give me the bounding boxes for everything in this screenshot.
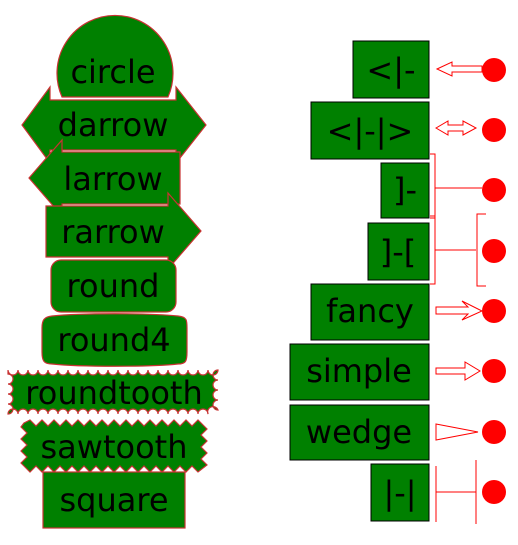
arrow-label-6: simple bbox=[289, 343, 430, 401]
dot-7 bbox=[482, 420, 506, 444]
arrow-bar bbox=[435, 460, 477, 524]
box-larrow: larrow bbox=[28, 138, 181, 218]
box-roundtooth: roundtooth bbox=[7, 369, 219, 415]
arrow-wedge bbox=[435, 423, 479, 441]
arrow-label-8-text: |-| bbox=[383, 474, 416, 512]
arrow-label-6-text: simple bbox=[306, 352, 412, 390]
arrow-simple bbox=[435, 361, 481, 381]
arrow-double-triangle bbox=[435, 120, 478, 136]
arrow-label-1: <|- bbox=[352, 40, 430, 99]
arrow-bracket-b bbox=[430, 213, 486, 287]
dot-8 bbox=[482, 480, 506, 504]
box-round4: round4 bbox=[41, 313, 188, 367]
arrow-label-5-text: fancy bbox=[326, 292, 414, 330]
dot-2 bbox=[482, 118, 506, 142]
box-sawtooth-label: sawtooth bbox=[41, 428, 188, 466]
arrow-label-4: ]-[ bbox=[367, 222, 430, 281]
dot-3 bbox=[482, 178, 506, 202]
arrow-label-5: fancy bbox=[310, 283, 430, 341]
box-sawtooth: sawtooth bbox=[20, 419, 208, 473]
arrow-label-7: wedge bbox=[289, 404, 430, 461]
arrow-label-4-text: ]-[ bbox=[380, 233, 417, 271]
box-circle: circle bbox=[56, 14, 174, 98]
box-roundtooth-label: roundtooth bbox=[25, 374, 202, 412]
dot-5 bbox=[482, 299, 506, 323]
box-rarrow-label: rarrow bbox=[61, 213, 165, 251]
arrow-label-7-text: wedge bbox=[306, 413, 412, 451]
box-circle-label: circle bbox=[70, 53, 155, 91]
arrow-label-1-text: <|- bbox=[366, 51, 415, 89]
arrow-bracket-a bbox=[430, 153, 482, 219]
box-darrow: darrow bbox=[21, 85, 207, 165]
arrow-fancy bbox=[435, 300, 484, 321]
box-square: square bbox=[42, 471, 186, 529]
arrow-label-2-text: <|-|> bbox=[327, 112, 414, 150]
box-round: round bbox=[50, 259, 177, 313]
box-round-label: round bbox=[67, 267, 160, 305]
dot-4 bbox=[482, 239, 506, 263]
dot-6 bbox=[482, 359, 506, 383]
box-round4-label: round4 bbox=[57, 321, 170, 359]
arrow-label-3: ]- bbox=[380, 162, 430, 219]
target-dots bbox=[482, 58, 506, 504]
box-darrow-label: darrow bbox=[58, 106, 169, 144]
box-rarrow: rarrow bbox=[45, 191, 202, 271]
box-larrow-label: larrow bbox=[63, 160, 162, 198]
arrow-label-3-text: ]- bbox=[393, 171, 417, 209]
arrow-label-8: |-| bbox=[370, 463, 430, 522]
dot-1 bbox=[482, 58, 506, 82]
arrow-left-triangle bbox=[435, 61, 483, 77]
arrow-label-2: <|-|> bbox=[310, 101, 430, 160]
box-square-label: square bbox=[59, 481, 168, 519]
